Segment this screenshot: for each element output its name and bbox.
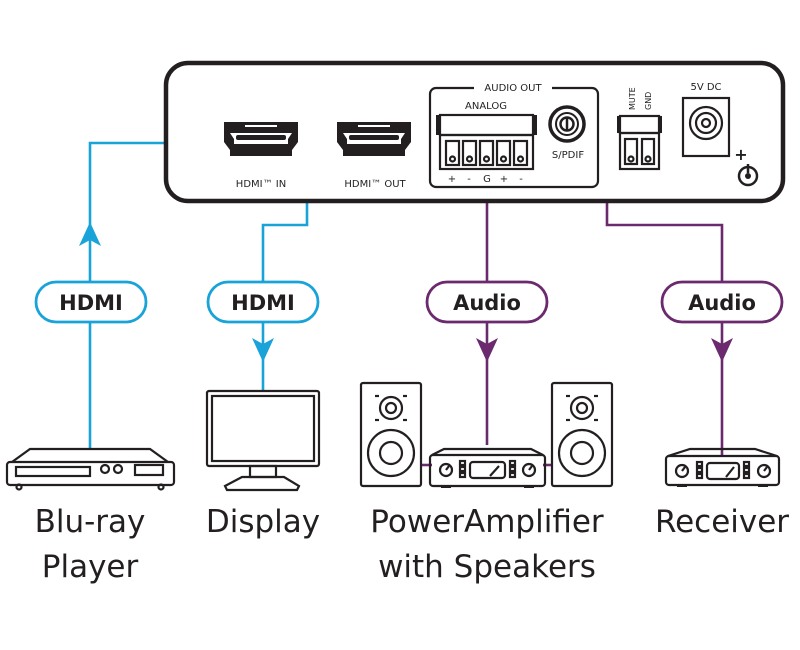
endpoint-bluray-label: Blu-ray Player [35, 504, 146, 585]
arrow-down-icon [476, 338, 498, 362]
pin-label: - [467, 174, 471, 185]
mute-gnd-terminal[interactable]: MUTE GND [617, 87, 662, 171]
power-amplifier-icon [428, 447, 547, 488]
spdif-port[interactable]: S/PDIF [548, 105, 586, 161]
power-port[interactable]: 5V DC + [681, 82, 759, 187]
endpoint-receiver-label: Receiver [655, 504, 789, 540]
arrow-up-icon [79, 222, 101, 246]
gnd-label: GND [644, 92, 653, 110]
analog-audio-pill-label: Audio [453, 291, 521, 315]
endpoint-name: PowerAmplifier [370, 504, 604, 540]
device-rear-panel: HDMI™ IN HDMI™ OUT AUDIO OUT ANALOG [163, 60, 786, 204]
rca-jack-icon [548, 105, 586, 143]
arrow-down-icon [711, 338, 733, 362]
hdmi-out-pill-label: HDMI [231, 291, 295, 315]
audio-out-bracket [428, 86, 600, 189]
device-chassis [163, 60, 786, 204]
spdif-audio-pill-label: Audio [688, 291, 756, 315]
terminal-screw [444, 139, 461, 167]
endpoint-name: Player [42, 549, 139, 585]
hdmi-out-port[interactable]: HDMI™ OUT [337, 122, 411, 190]
endpoint-name: Display [206, 504, 320, 540]
terminal-screw [623, 137, 639, 166]
speaker-left-icon [359, 381, 423, 488]
hdmi-in-port[interactable]: HDMI™ IN [224, 122, 298, 190]
endpoint-display-label: Display [206, 504, 320, 540]
terminal-screw [495, 139, 512, 167]
pin-label: + [448, 174, 456, 185]
pin-label: G [483, 174, 491, 185]
speaker-right-icon [550, 381, 614, 488]
polarity-symbol-icon [737, 164, 759, 187]
spdif-label: S/PDIF [552, 150, 584, 161]
pin-label: - [519, 174, 523, 185]
power-label: 5V DC [690, 82, 721, 93]
receiver-icon [664, 447, 781, 487]
audio-out-label: AUDIO OUT [484, 83, 542, 94]
dc-jack-icon [681, 96, 731, 158]
audio-out-group: AUDIO OUT ANALOG + - G + - [428, 83, 600, 189]
endpoint-name: with Speakers [378, 549, 596, 585]
terminal-screw [461, 139, 478, 167]
display-monitor-icon [205, 389, 321, 492]
terminal-screw [478, 139, 495, 167]
analog-terminal-block[interactable] [436, 113, 537, 171]
hdmi-in-pill: HDMI [34, 280, 148, 324]
hdmi-out-pill: HDMI [206, 280, 320, 324]
hdmi-in-label: HDMI™ IN [236, 179, 286, 190]
endpoint-name: Receiver [655, 504, 789, 540]
hdmi-out-label: HDMI™ OUT [344, 179, 406, 190]
spdif-audio-pill: Audio [660, 280, 784, 324]
terminal-screw [640, 137, 656, 166]
analog-audio-cable [420, 186, 553, 467]
arrow-down-icon [252, 338, 274, 362]
polarity-plus-icon: + [734, 145, 747, 164]
terminal-screw [512, 139, 529, 167]
pin-label: + [500, 174, 508, 185]
analog-label: ANALOG [465, 101, 507, 112]
hdmi-in-pill-label: HDMI [59, 291, 123, 315]
amplifier-speakers-icon [359, 381, 614, 488]
endpoint-name: Blu-ray [35, 504, 146, 540]
analog-audio-pill: Audio [425, 280, 549, 324]
bluray-player-icon [5, 447, 176, 491]
endpoint-amplifier-label: PowerAmplifier with Speakers [370, 504, 604, 585]
mute-label: MUTE [628, 87, 637, 110]
